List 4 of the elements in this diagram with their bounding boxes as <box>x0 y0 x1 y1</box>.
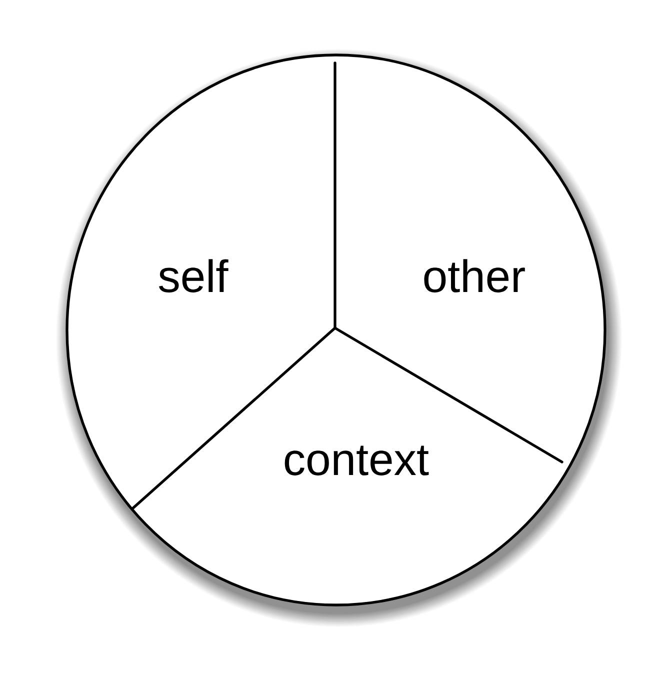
pie-circle <box>66 54 606 606</box>
sector-label: context <box>284 446 429 476</box>
sector-label: other <box>424 259 525 292</box>
sector-label: self <box>158 259 228 292</box>
